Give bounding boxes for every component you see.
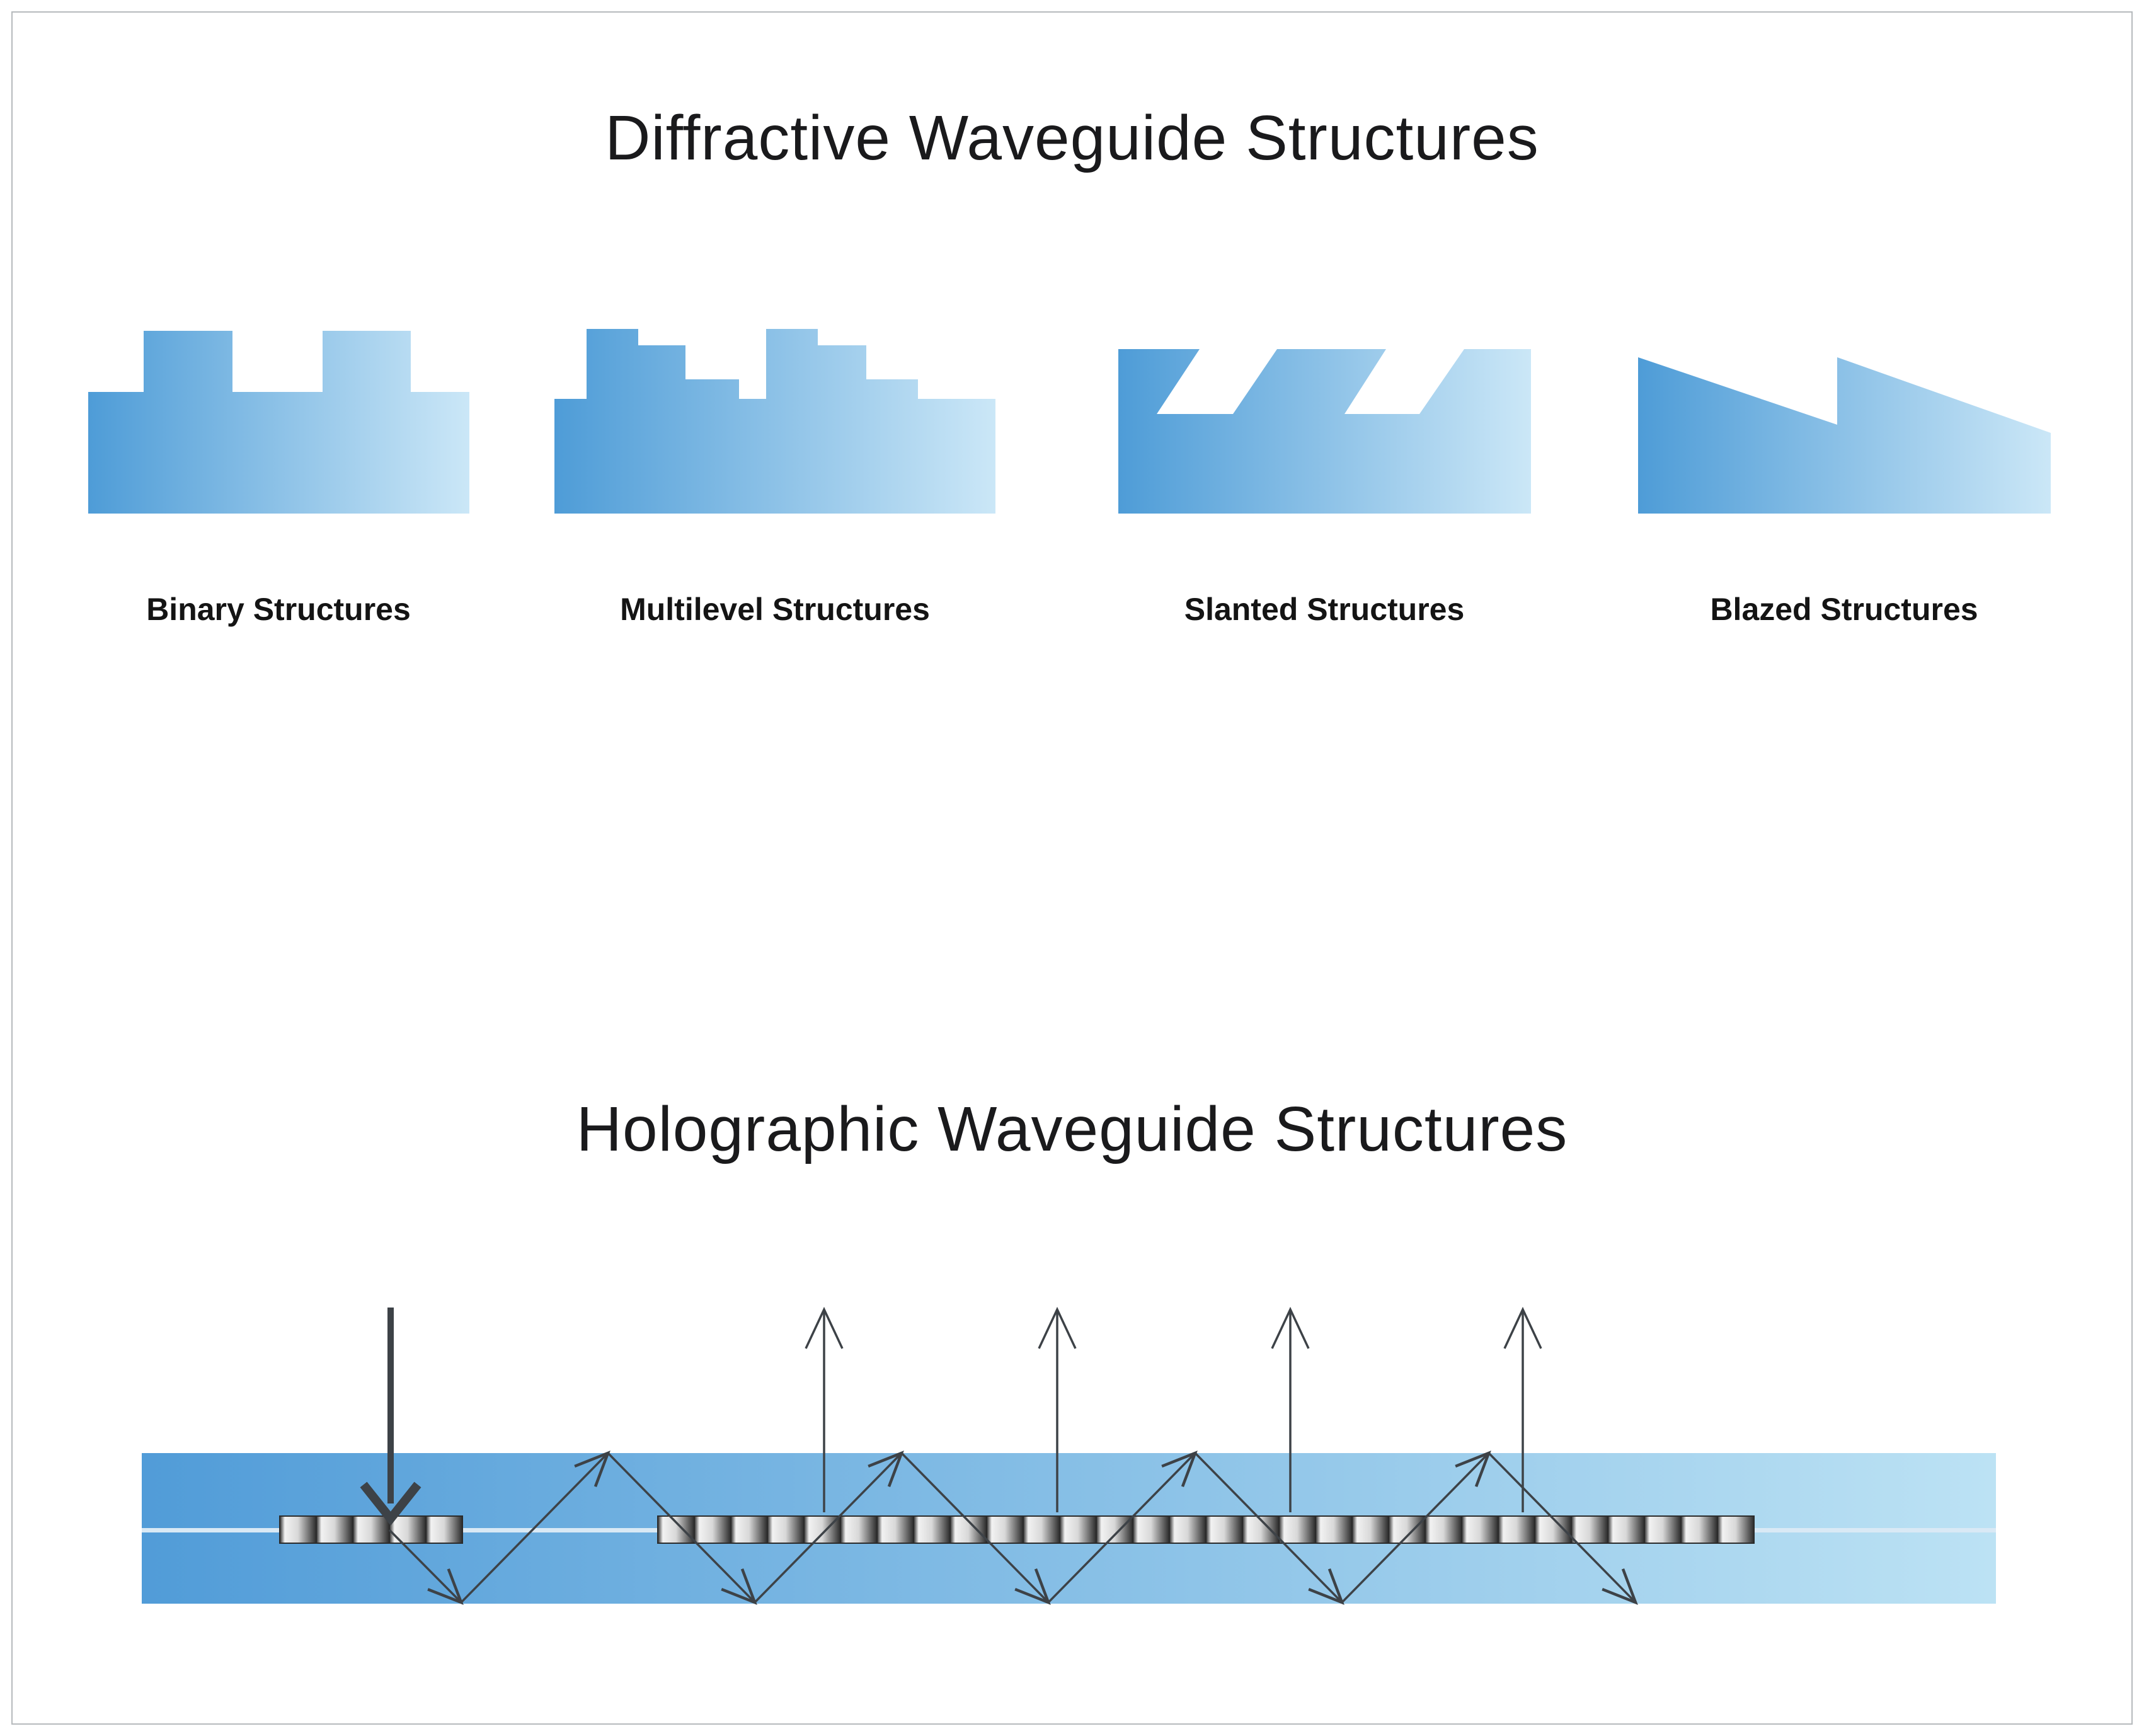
grating-cell-group2 [1717,1515,1755,1544]
grating-cell-group2 [1059,1515,1097,1544]
grating-cell-group2 [913,1515,951,1544]
grating-cell-group1 [352,1515,390,1544]
grating-cell-group2 [986,1515,1024,1544]
blazed-structure-shape [1638,357,2051,514]
out-coupling-arrow-head [1503,1306,1542,1349]
input-coupling-arrow-head [360,1481,421,1526]
multilevel-structures-label: Multilevel Structures [620,592,930,627]
grating-cell-group2 [1425,1515,1462,1544]
grating-cell-group1 [279,1515,317,1544]
tir-ray-segment [754,1451,904,1604]
grating-cell-group2 [1205,1515,1243,1544]
tir-ray-segment [607,1452,757,1605]
grating-cell-group1 [425,1515,463,1544]
grating-cell-group2 [1680,1515,1718,1544]
grating-cell-group2 [1169,1515,1207,1544]
grating-cell-group2 [1023,1515,1060,1544]
grating-cell-group2 [694,1515,731,1544]
slanted-structures-label: Slanted Structures [1184,592,1465,627]
holographic-waveguide-figure [142,1306,1996,1605]
grating-cell-group2 [1571,1515,1608,1544]
grating-cell-group2 [657,1515,695,1544]
grating-cell-group2 [1534,1515,1572,1544]
grating-cell-group2 [1644,1515,1682,1544]
grating-cell-group2 [1315,1515,1353,1544]
grating-cell-group2 [949,1515,987,1544]
grating-cell-group2 [1351,1515,1389,1544]
holographic-title: Holographic Waveguide Structures [576,1094,1568,1164]
binary-structures-label: Binary Structures [146,592,411,627]
grating-cell-group2 [1461,1515,1499,1544]
grating-cell-group2 [1388,1515,1426,1544]
grating-cell-group1 [316,1515,353,1544]
tir-ray-segment [460,1451,611,1604]
grating-cell-group2 [1607,1515,1645,1544]
diffractive-title: Diffractive Waveguide Structures [605,103,1539,173]
tir-ray-segment [1194,1452,1344,1605]
tir-ray-segment [1047,1451,1198,1604]
out-coupling-arrow-head [805,1306,844,1349]
tir-ray-segment [1341,1451,1491,1604]
slanted-structure-shape [1118,349,1531,514]
grating-cell-group2 [1096,1515,1133,1544]
grating-cell-group2 [840,1515,878,1544]
binary-profile [88,331,469,514]
grating-cell-group2 [1132,1515,1170,1544]
grating-cell-group2 [767,1515,805,1544]
grating-cell-group1 [389,1515,427,1544]
tir-ray-segment [1488,1452,1638,1605]
page-border [11,11,2133,1725]
out-coupling-arrow-head [1271,1306,1310,1349]
tir-ray-segment [388,1529,464,1605]
multilevel-profile [554,329,995,514]
grating-cell-group2 [876,1515,914,1544]
slanted-profile [1118,349,1531,514]
binary-structure-shape [88,331,469,514]
blazed-structures-label: Blazed Structures [1710,592,1978,627]
grating-cell-group2 [1498,1515,1535,1544]
grating-cell-group2 [1278,1515,1316,1544]
grating-cell-group2 [730,1515,768,1544]
tir-ray-segment [900,1452,1051,1605]
blazed-profile [1638,357,2051,514]
out-coupling-arrow-head [1038,1306,1077,1349]
multilevel-structure-shape [554,329,995,514]
